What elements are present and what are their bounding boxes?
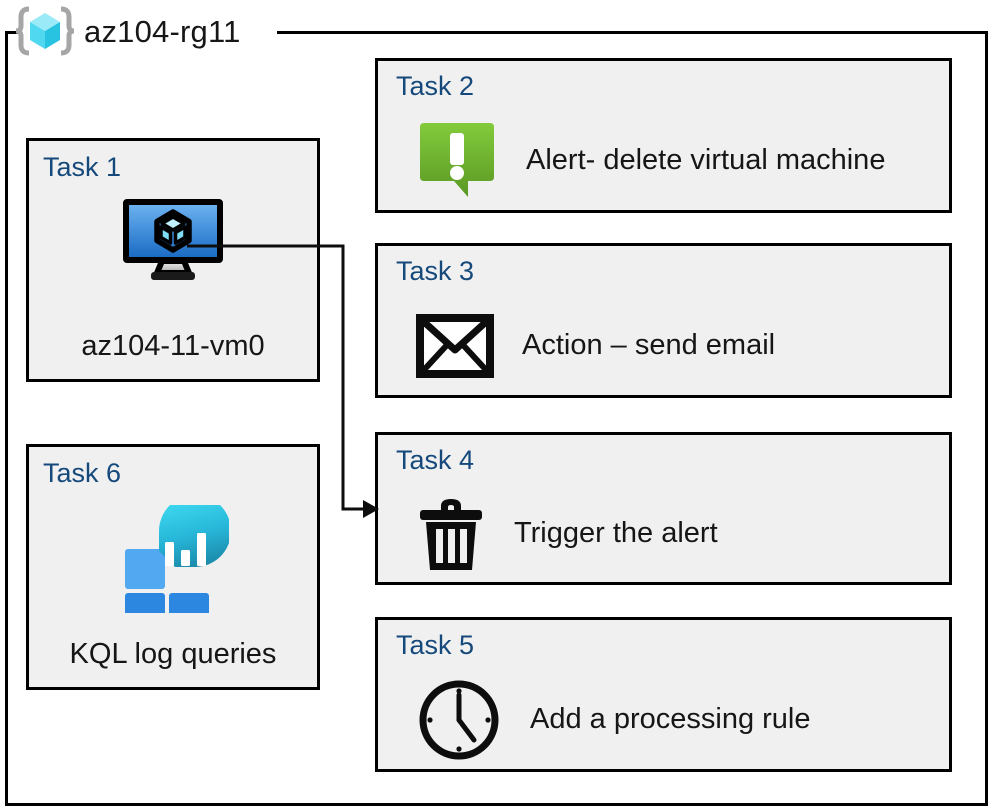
task-3-label: Task 3	[396, 256, 475, 286]
task-2-label: Task 2	[396, 71, 475, 101]
resource-group-cube-icon	[12, 5, 78, 57]
task-5-text: Add a processing rule	[530, 702, 811, 735]
task-1-text: az104-11-vm0	[81, 330, 265, 363]
task-card-task-5[interactable]: Task 5 Add a processing rule	[375, 617, 952, 772]
task-card-task-6[interactable]: Task 6	[26, 444, 320, 690]
task-card-task-2[interactable]: Task 2 Alert- delete virtual machine	[375, 58, 952, 213]
task-3-text: Action – send email	[522, 328, 776, 361]
task-card-task-4[interactable]: Task 4 Trigger the alert	[375, 432, 952, 585]
resource-group-frame-top-right-segment	[277, 31, 988, 34]
task-1-label: Task 1	[43, 152, 122, 182]
clock-icon	[416, 677, 502, 763]
task-2-text: Alert- delete virtual machine	[526, 143, 886, 176]
resource-group-header: az104-rg11	[12, 3, 241, 59]
task-5-label: Task 5	[396, 630, 475, 660]
task-4-text: Trigger the alert	[514, 516, 718, 549]
task-6-label: Task 6	[43, 458, 122, 488]
envelope-icon	[416, 313, 494, 378]
task-card-task-3[interactable]: Task 3 Action – send email	[375, 243, 952, 398]
task-6-text: KQL log queries	[69, 638, 277, 671]
log-analytics-icon	[117, 495, 231, 633]
task-card-task-1[interactable]: Task 1	[26, 138, 320, 382]
resource-group-frame-top-left-segment	[5, 31, 19, 34]
virtual-machine-icon	[121, 199, 225, 283]
trash-can-icon	[416, 494, 486, 574]
task-4-label: Task 4	[396, 445, 475, 475]
alert-callout-icon	[416, 121, 498, 201]
resource-group-title: az104-rg11	[84, 13, 241, 49]
resource-group-frame	[5, 31, 988, 806]
